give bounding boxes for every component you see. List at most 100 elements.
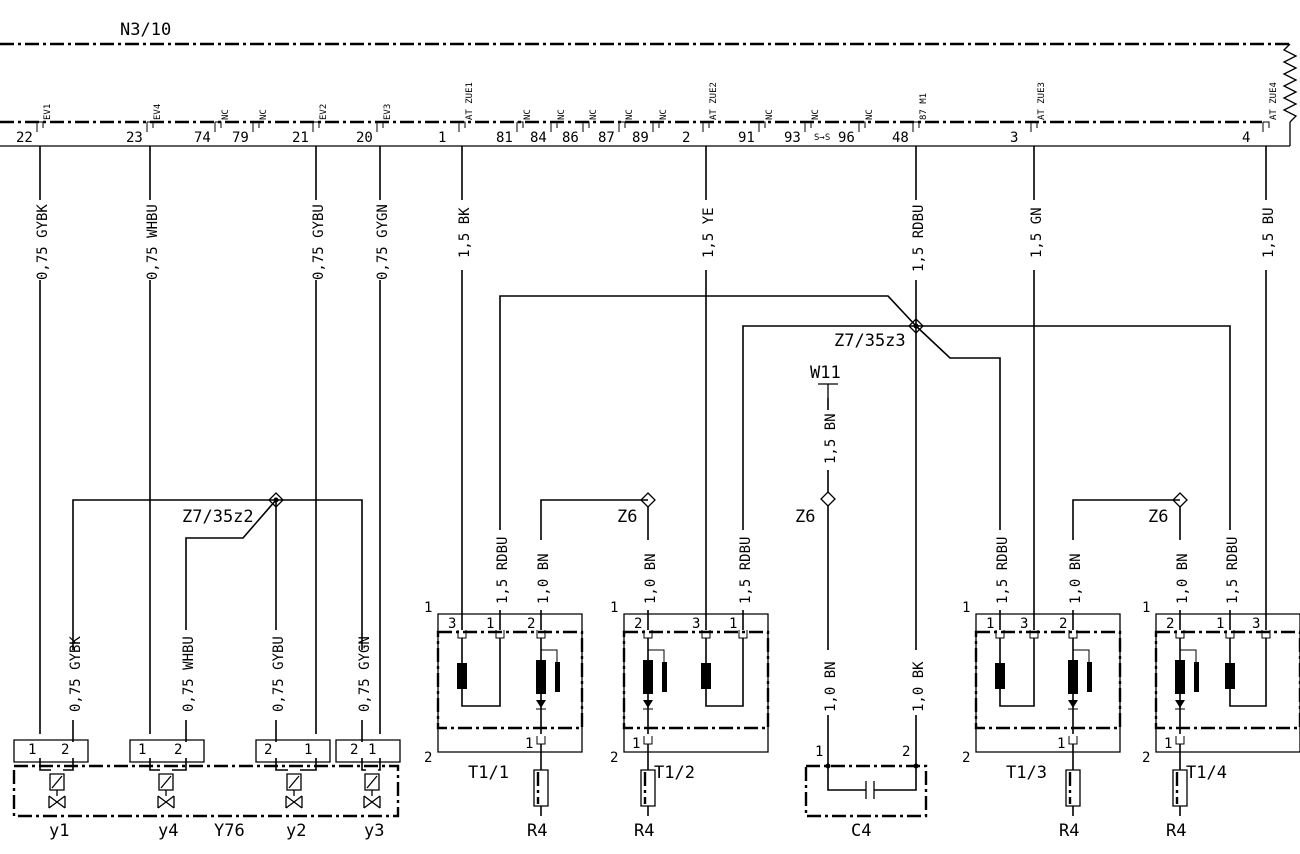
connector-pin-number: 2 — [682, 130, 690, 146]
connector-pin-number: 1 — [438, 130, 446, 146]
connector-pin-tag: EV2 — [319, 104, 329, 120]
svg-text:2: 2 — [61, 742, 69, 758]
coil-label: T1/2 — [654, 763, 695, 783]
valve-label: y3 — [364, 821, 384, 841]
valve-block-label: Y76 — [214, 821, 245, 841]
wire-label: 1,5 RDBU — [911, 205, 927, 272]
connector-pin-tag: 87 M1 — [919, 93, 929, 120]
connector-pin-number: 81 — [496, 130, 513, 146]
connector-pin-number: 93 — [784, 130, 801, 146]
connector-pin-tag: AT ZUE1 — [465, 82, 475, 120]
svg-text:1: 1 — [525, 736, 533, 752]
wire-label: 1,5 RDBU — [995, 537, 1011, 604]
wire-label: 1,5 RDBU — [738, 537, 754, 604]
lower-wires — [72, 610, 1231, 742]
connector-pin-tag: NC — [557, 109, 567, 120]
svg-text:1: 1 — [1216, 616, 1224, 632]
valve-label: y2 — [286, 821, 306, 841]
splice-z7-35z3-label: Z7/35z3 — [834, 331, 906, 351]
wire-label: 0,75 GYBU — [271, 636, 287, 712]
wire-label: 1,0 BK — [911, 661, 927, 712]
z6-label: Z6 — [617, 507, 637, 527]
wire-label: 0,75 WHBU — [181, 636, 197, 712]
splice-z7-35z2-network: Z7/35z2 — [72, 492, 363, 650]
wire-label: 1,0 BN — [823, 661, 839, 712]
connector-pin-number: 84 — [530, 130, 547, 146]
plug-symbol: S→S — [814, 133, 830, 143]
coil-label: T1/4 — [1186, 763, 1227, 783]
svg-text:2: 2 — [902, 744, 910, 760]
connector-pin-number: 91 — [738, 130, 755, 146]
svg-text:1: 1 — [610, 600, 618, 616]
svg-text:2: 2 — [1059, 616, 1067, 632]
connector-pin-tag: NC — [523, 109, 533, 120]
connector-pin-tag: AT ZUE2 — [709, 82, 719, 120]
connector-pin: AT ZUE4 4 — [1242, 82, 1279, 146]
capacitor-symbol — [865, 781, 875, 799]
svg-text:1: 1 — [138, 742, 146, 758]
svg-text:2: 2 — [527, 616, 535, 632]
valve-label: y1 — [49, 821, 69, 841]
svg-text:1: 1 — [1057, 736, 1065, 752]
solenoid-valve: 2 1 y2 — [255, 739, 331, 841]
wire-label: 1,5 YE — [701, 207, 717, 258]
connector-pin-tag: AT ZUE3 — [1037, 82, 1047, 120]
svg-text:1: 1 — [304, 742, 312, 758]
connector-pin-number: 21 — [292, 130, 309, 146]
connector-pin-tag: NC — [589, 109, 599, 120]
connector-pin-number: 23 — [126, 130, 143, 146]
capacitor-c4-housing — [804, 764, 928, 818]
resistor-body — [640, 769, 656, 807]
ground-w11-label: W11 — [810, 363, 841, 383]
z6-symbol — [820, 491, 836, 507]
connector-pin-number: 96 — [838, 130, 855, 146]
connector-pin-tag: NC — [221, 109, 231, 120]
resistor-body — [1172, 769, 1188, 807]
splice-z7-35z3-symbol — [908, 318, 924, 334]
wire-label: 0,75 WHBU — [145, 204, 161, 280]
connector-pin-number: 4 — [1242, 130, 1250, 146]
splice-z7-35z3-network: Z7/35z3 — [499, 295, 1231, 530]
splice-z7-35z2-label: Z7/35z2 — [182, 507, 254, 527]
connector-pin-tag: EV3 — [383, 104, 393, 120]
wire-label: 1,5 BN — [823, 413, 839, 464]
resistor-label: R4 — [1166, 821, 1186, 841]
wire-label: 1,5 RDBU — [495, 537, 511, 604]
wire-label: 0,75 GYBK — [35, 204, 51, 280]
control-unit-label: N3/10 — [120, 20, 171, 40]
connector-pin: EV2 21 — [292, 104, 329, 146]
wire-label: 0,75 GYBU — [311, 204, 327, 280]
svg-text:2: 2 — [350, 742, 358, 758]
connector-pin-tag: NC — [765, 109, 775, 120]
coil-housing — [436, 630, 584, 730]
connector-pin: NC 84 — [530, 109, 567, 146]
z6-splices: Z6 Z6 W11 1,5 BN Z6 — [540, 363, 1188, 760]
wire-label: 1,5 BU — [1261, 207, 1277, 258]
lower-wire-labels: 0,75 GYBK 0,75 WHBU 0,75 GYBU 0,75 GYGN … — [68, 537, 1241, 712]
valve-block-housing — [12, 764, 400, 818]
connector-pin-tag: AT ZUE4 — [1269, 82, 1279, 120]
svg-text:1: 1 — [486, 616, 494, 632]
resistor-label: R4 — [527, 821, 547, 841]
connector-pin-number: 22 — [16, 130, 33, 146]
svg-text:2: 2 — [264, 742, 272, 758]
wire-label: 1,0 BN — [536, 553, 552, 604]
svg-text:2: 2 — [610, 750, 618, 766]
connector-pin: NC 91 — [738, 109, 775, 146]
